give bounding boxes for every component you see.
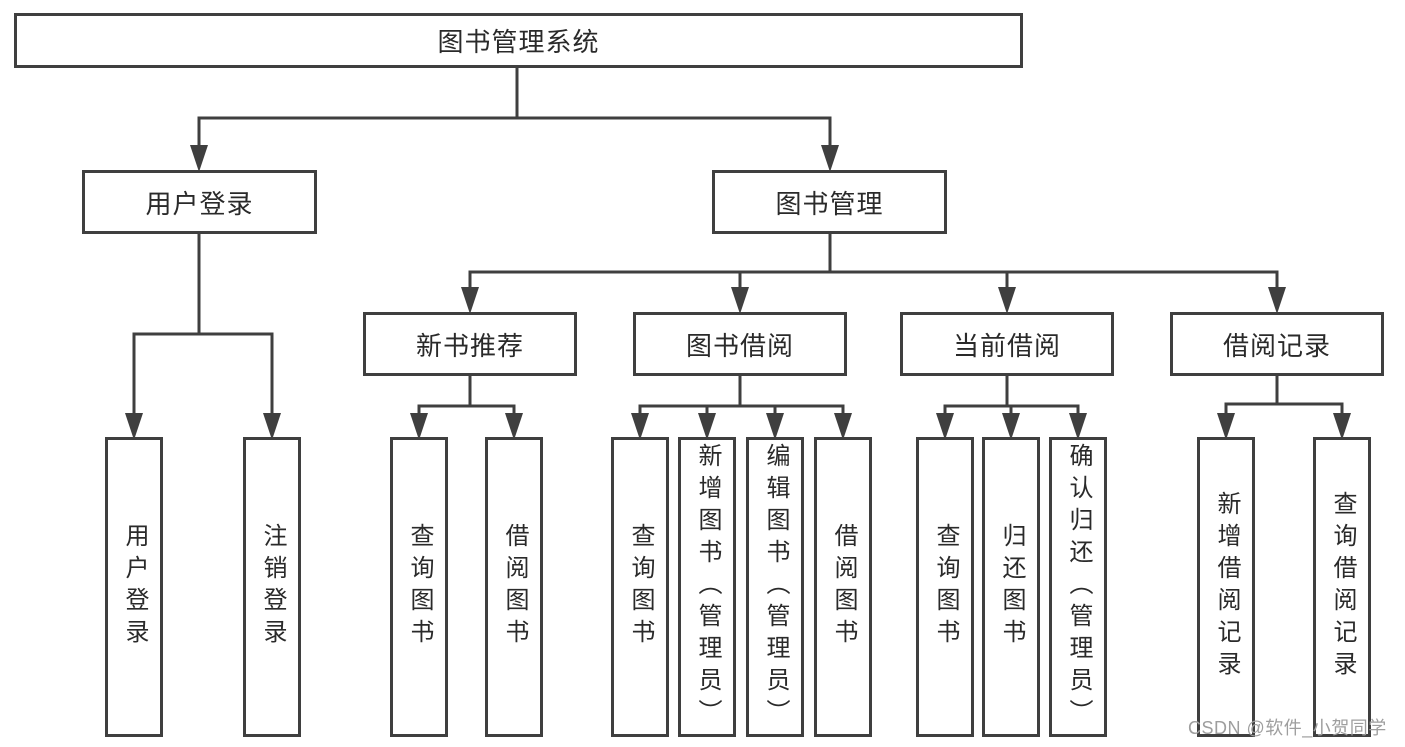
node-user-login-label: 用户登录 xyxy=(145,188,254,219)
leaf-user-login-label: 用户登录 xyxy=(121,523,148,651)
leaf-logout: 注销登录 xyxy=(243,437,301,737)
watermark: CSDN @软件_小贺同学 xyxy=(1188,718,1387,738)
leaf-query-books-recommend-label: 查询图书 xyxy=(406,523,433,651)
leaf-query-books-borrowing-label: 查询图书 xyxy=(627,523,654,651)
node-new-book-recommendation: 新书推荐 xyxy=(363,312,577,376)
node-current-borrowing: 当前借阅 xyxy=(900,312,1114,376)
leaf-user-login: 用户登录 xyxy=(105,437,163,737)
node-root: 图书管理系统 xyxy=(14,13,1023,68)
leaf-borrow-books-recommend-label: 借阅图书 xyxy=(501,523,528,651)
leaf-borrow-books-recommend: 借阅图书 xyxy=(485,437,543,737)
node-borrowing-records-label: 借阅记录 xyxy=(1222,330,1331,361)
node-user-login: 用户登录 xyxy=(82,170,317,234)
leaf-edit-books-admin-label: 编辑图书（管理员） xyxy=(762,443,789,731)
node-current-borrowing-label: 当前借阅 xyxy=(952,330,1061,361)
leaf-return-books: 归还图书 xyxy=(982,437,1040,737)
leaf-add-books-admin-label: 新增图书（管理员） xyxy=(694,443,721,731)
leaf-confirm-return-admin-label: 确认归还（管理员） xyxy=(1065,443,1092,731)
node-root-label: 图书管理系统 xyxy=(437,27,600,57)
leaf-query-books-recommend: 查询图书 xyxy=(390,437,448,737)
leaf-query-books-borrowing: 查询图书 xyxy=(611,437,669,737)
leaf-confirm-return-admin: 确认归还（管理员） xyxy=(1049,437,1107,737)
leaf-add-borrow-record-label: 新增借阅记录 xyxy=(1213,491,1240,683)
node-book-borrowing-label: 图书借阅 xyxy=(685,330,794,361)
node-book-management: 图书管理 xyxy=(712,170,947,234)
leaf-edit-books-admin: 编辑图书（管理员） xyxy=(746,437,804,737)
node-book-management-label: 图书管理 xyxy=(775,188,884,219)
node-book-borrowing: 图书借阅 xyxy=(633,312,847,376)
node-borrowing-records: 借阅记录 xyxy=(1170,312,1384,376)
node-new-book-recommendation-label: 新书推荐 xyxy=(415,330,524,361)
leaf-borrow-books-borrowing-label: 借阅图书 xyxy=(830,523,857,651)
leaf-query-books-current-label: 查询图书 xyxy=(932,523,959,651)
leaf-query-borrow-record-label: 查询借阅记录 xyxy=(1329,491,1356,683)
leaf-query-books-current: 查询图书 xyxy=(916,437,974,737)
leaf-add-books-admin: 新增图书（管理员） xyxy=(678,437,736,737)
leaf-borrow-books-borrowing: 借阅图书 xyxy=(814,437,872,737)
leaf-return-books-label: 归还图书 xyxy=(998,523,1025,651)
leaf-add-borrow-record: 新增借阅记录 xyxy=(1197,437,1255,737)
leaf-logout-label: 注销登录 xyxy=(259,523,286,651)
leaf-query-borrow-record: 查询借阅记录 xyxy=(1313,437,1371,737)
